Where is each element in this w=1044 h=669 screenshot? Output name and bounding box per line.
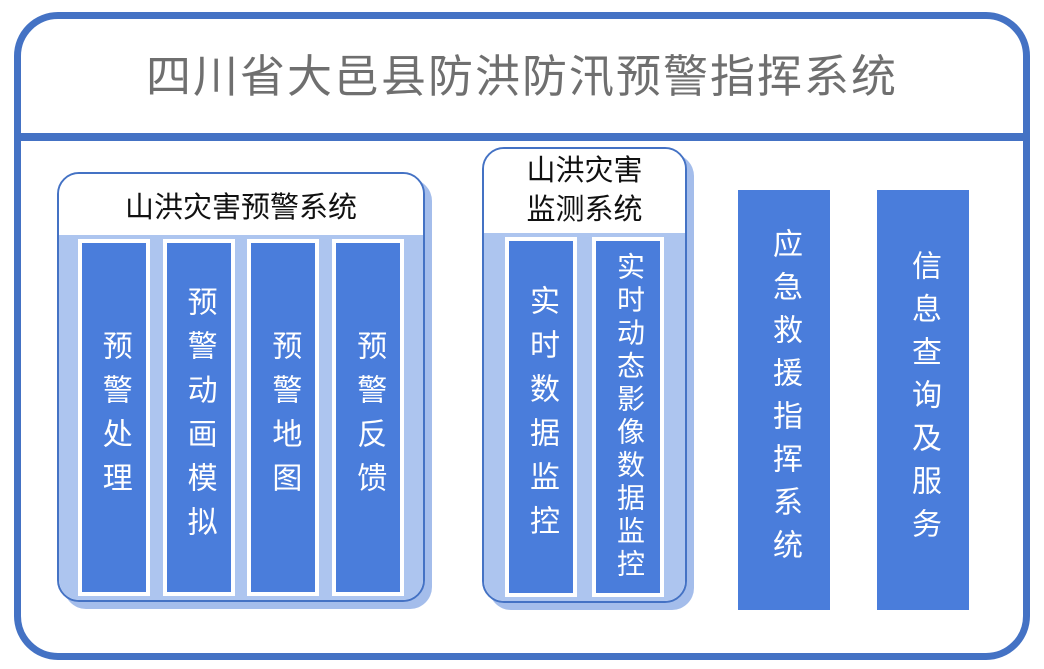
bar-warning-feedback: 预警反馈	[332, 239, 405, 596]
bar-information-query-and-service-label: 信息查询及服务	[907, 249, 940, 551]
bar-realtime-data-monitoring-label: 实时数据监控	[525, 285, 558, 549]
bar-warning-processing: 预警处理	[77, 239, 150, 596]
title-separator-line	[14, 133, 1030, 141]
bar-emergency-rescue-command-system-label: 应急救援指挥系统	[768, 228, 801, 572]
bar-realtime-video-data-monitoring-label: 实时动态影像数据监控	[613, 252, 644, 582]
group-monitoring-body: 实时数据监控 实时动态影像数据监控	[484, 233, 685, 601]
bar-realtime-video-data-monitoring: 实时动态影像数据监控	[592, 237, 664, 597]
bar-warning-map: 预警地图	[247, 239, 320, 596]
group-warning-label: 山洪灾害预警系统	[59, 174, 423, 235]
bar-warning-processing-label: 预警处理	[97, 329, 131, 506]
bar-warning-feedback-label: 预警反馈	[352, 329, 386, 506]
diagram-title: 四川省大邑县防洪防汛预警指挥系统	[145, 51, 898, 102]
group-monitoring-label-line2: 监测系统	[526, 194, 643, 226]
group-monitoring-label: 山洪灾害 监测系统	[484, 149, 685, 233]
group-warning-body: 预警处理 预警动画模拟 预警地图 预警反馈	[59, 235, 423, 600]
bar-realtime-data-monitoring: 实时数据监控	[505, 237, 577, 597]
bar-information-query-and-service: 信息查询及服务	[877, 190, 969, 610]
bar-warning-map-label: 预警地图	[267, 329, 301, 506]
group-monitoring-system: 山洪灾害 监测系统 实时数据监控 实时动态影像数据监控	[482, 147, 687, 603]
group-warning-label-line: 山洪灾害预警系统	[124, 191, 357, 224]
group-warning-system: 山洪灾害预警系统 预警处理 预警动画模拟 预警地图 预警反馈	[57, 172, 425, 602]
bar-emergency-rescue-command-system: 应急救援指挥系统	[738, 190, 830, 610]
bar-warning-animation-simulation-label: 预警动画模拟	[182, 285, 216, 550]
group-monitoring-label-line1: 山洪灾害	[526, 154, 643, 187]
bar-warning-animation-simulation: 预警动画模拟	[162, 239, 235, 596]
